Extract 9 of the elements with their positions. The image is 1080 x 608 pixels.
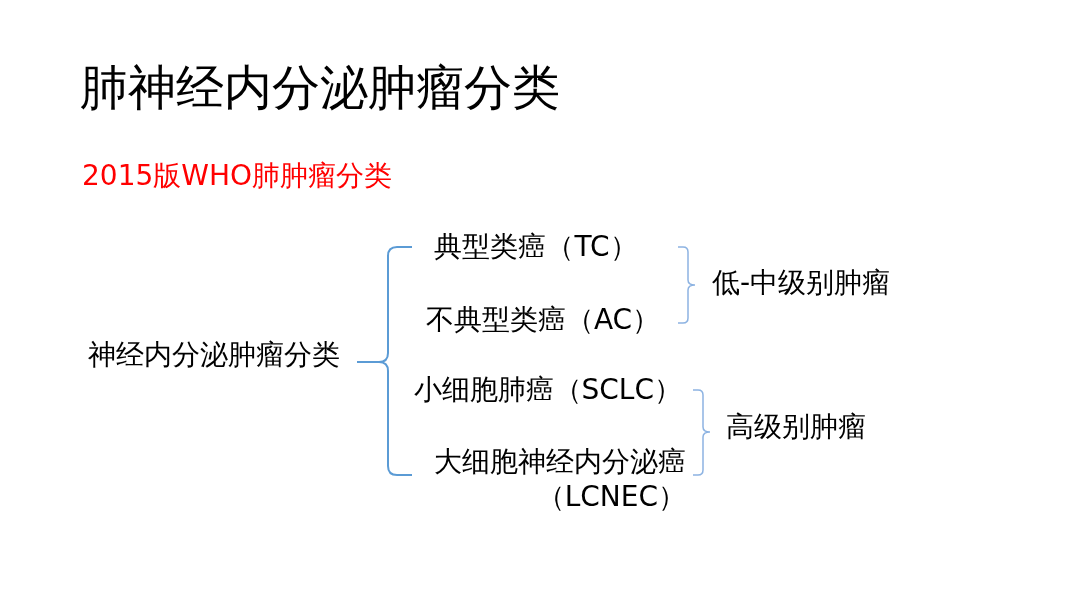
- subtype-label: 不典型类癌（AC）: [425, 303, 661, 337]
- subtype-label: 大细胞神经内分泌癌（LCNEC）: [433, 444, 686, 514]
- subtype-label: 小细胞肺癌（SCLC）: [413, 373, 682, 407]
- subtitle: 2015版WHO肺肿瘤分类: [82, 159, 393, 193]
- grade-label: 低-中级别肿瘤: [712, 266, 891, 300]
- title: 肺神经内分泌肿瘤分类: [80, 59, 560, 117]
- grade-label: 高级别肿瘤: [726, 410, 866, 444]
- subtype-label: 典型类癌（TC）: [434, 230, 638, 264]
- category-label: 神经内分泌肿瘤分类: [88, 338, 340, 372]
